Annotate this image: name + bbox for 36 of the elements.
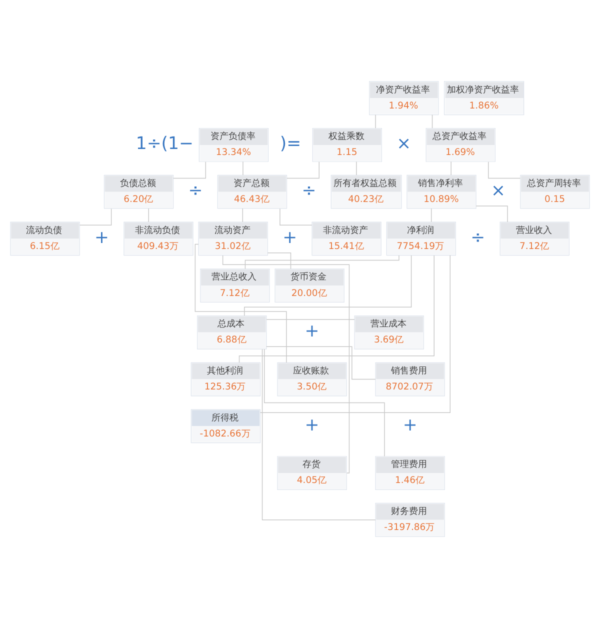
- connector: [266, 318, 355, 320]
- label: +: [94, 227, 109, 248]
- connector: [264, 348, 385, 456]
- connector: [244, 254, 412, 316]
- connector: [148, 208, 149, 222]
- connector: [238, 254, 434, 362]
- connector: [173, 160, 206, 178]
- connector: [262, 348, 376, 520]
- connector: [286, 160, 320, 178]
- connector: [222, 254, 350, 473]
- label: ÷: [470, 227, 486, 248]
- label: ÷: [188, 180, 203, 201]
- connector: [242, 208, 244, 222]
- connector: [260, 254, 451, 412]
- connector: [244, 254, 400, 269]
- connector: [356, 160, 357, 175]
- label: ×: [396, 134, 412, 154]
- connector: [430, 208, 432, 222]
- label: +: [304, 414, 320, 435]
- connector: [476, 205, 508, 222]
- label: 1÷(1−: [136, 134, 194, 154]
- label: +: [282, 227, 298, 248]
- connector: [488, 160, 521, 178]
- label: ×: [491, 180, 506, 201]
- connector: [267, 252, 292, 269]
- connector: [79, 208, 112, 225]
- label: +: [304, 321, 320, 342]
- connector: [432, 114, 433, 128]
- label: ÷: [302, 180, 316, 201]
- connector: [242, 160, 244, 175]
- connector: [280, 208, 312, 225]
- label: )=: [280, 134, 302, 154]
- connector: [375, 114, 376, 128]
- connector: [450, 160, 452, 175]
- label: +: [402, 414, 418, 435]
- connector: [194, 243, 287, 362]
